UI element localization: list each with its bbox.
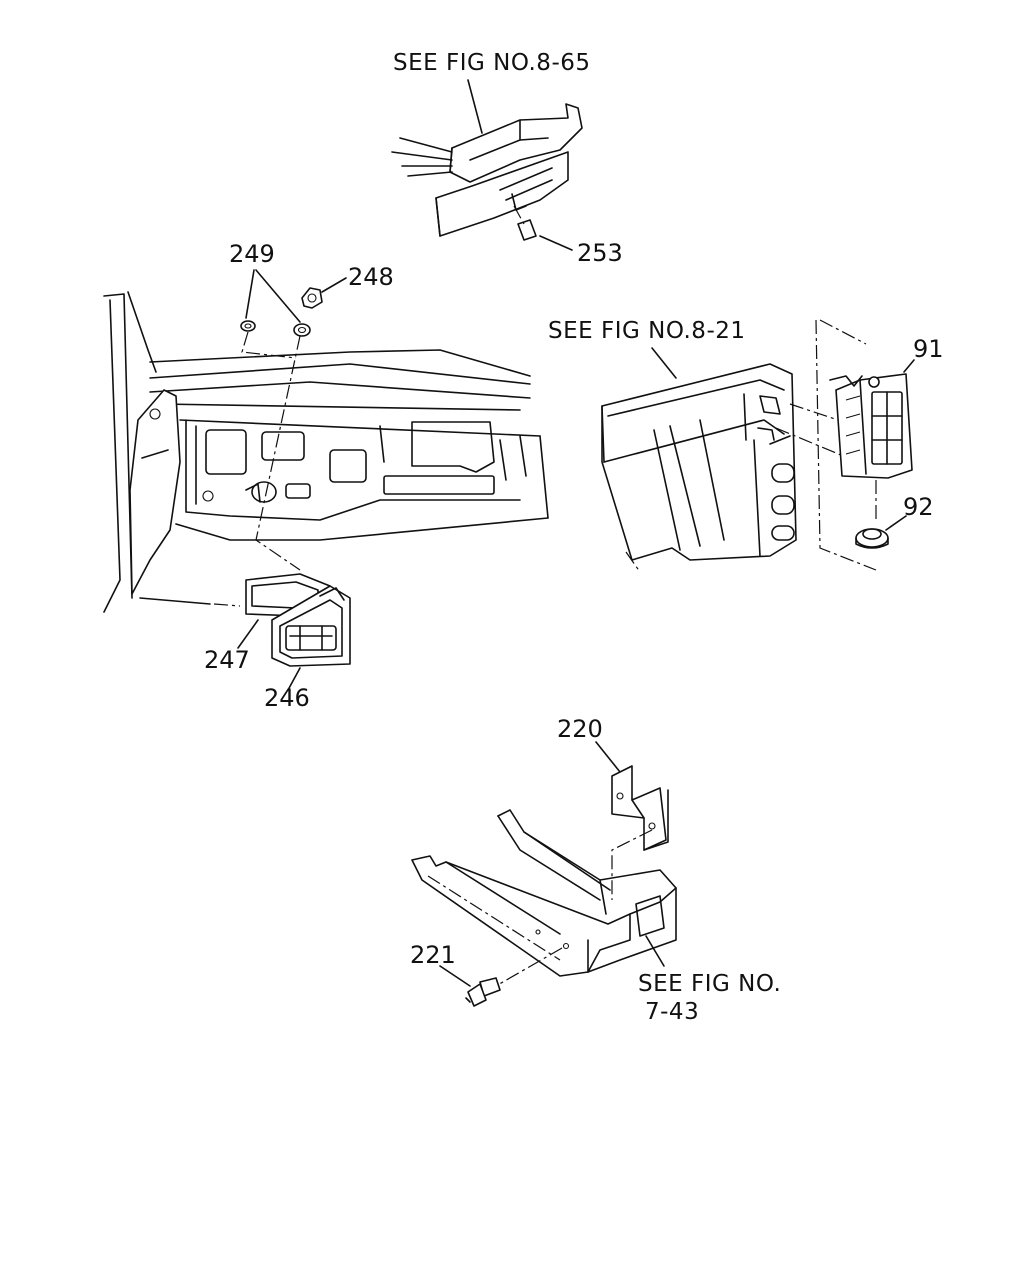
callout-221: 221 — [410, 941, 456, 969]
relay-bracket-assembly: SEE FIG NO.8-65 253 — [391, 50, 623, 267]
reference-fig-7-43-line2: 7-43 — [645, 999, 699, 1025]
callout-91: 91 — [913, 335, 944, 363]
callout-253: 253 — [577, 239, 623, 267]
callout-246: 246 — [264, 684, 310, 712]
tray-assembly: 220 221 SEE FIG NO. 7-43 — [410, 715, 781, 1025]
callout-247: 247 — [204, 646, 250, 674]
relay-91-assembly: SEE FIG NO.8-21 91 — [548, 318, 944, 573]
callout-249: 249 — [229, 240, 275, 268]
reference-fig-7-43-line1: SEE FIG NO. — [638, 971, 781, 997]
callout-220: 220 — [557, 715, 603, 743]
reference-fig-8-21: SEE FIG NO.8-21 — [548, 318, 746, 344]
reference-fig-8-65: SEE FIG NO.8-65 — [393, 50, 591, 76]
callout-92: 92 — [903, 493, 934, 521]
dash-panel-assembly: 249 248 — [103, 240, 549, 712]
callout-248: 248 — [348, 263, 394, 291]
